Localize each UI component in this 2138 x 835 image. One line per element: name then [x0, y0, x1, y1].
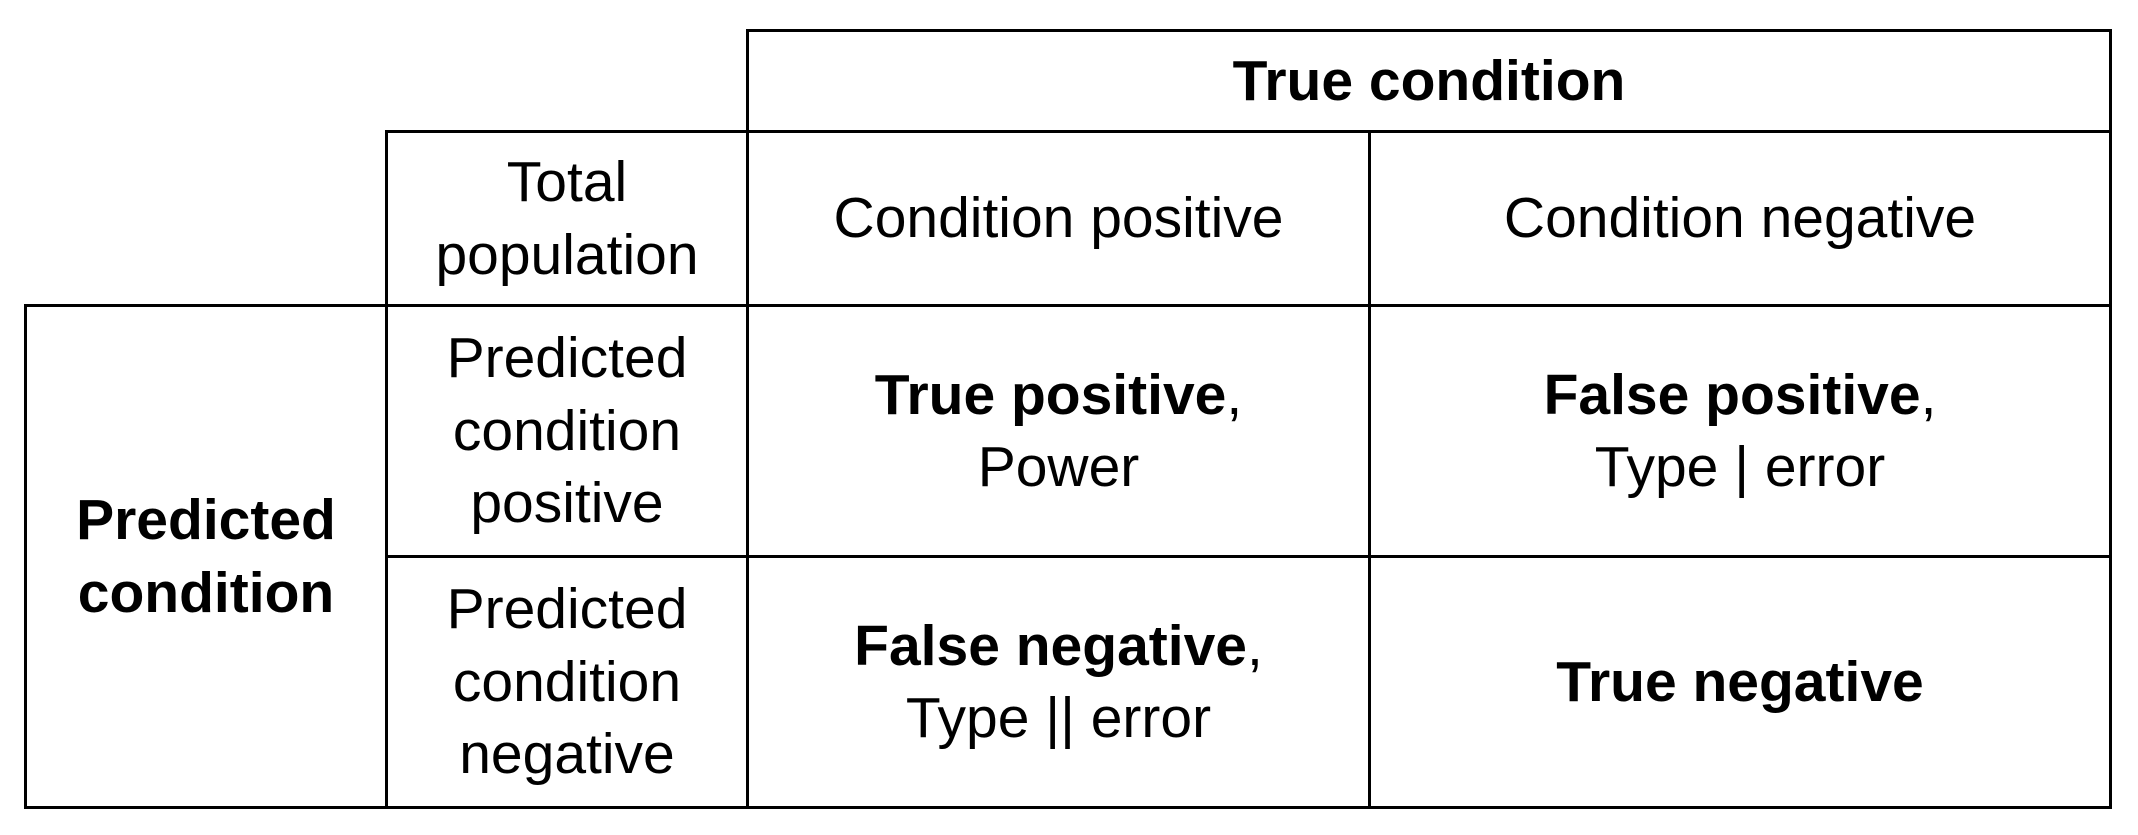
- condition-positive-label: Condition positive: [833, 186, 1284, 251]
- grid-line-subheader-bottom: [24, 304, 2112, 307]
- predicted-positive-line2: condition: [452, 398, 682, 463]
- true-positive-cell: True positive, Power: [749, 307, 1368, 555]
- predicted-positive-line1: Predicted: [446, 326, 688, 391]
- grid-line-col-divider-1: [746, 29, 749, 809]
- condition-positive-header: Condition positive: [749, 133, 1368, 304]
- false-negative-comma: ,: [1247, 613, 1263, 678]
- grid-line-right: [2109, 29, 2112, 809]
- grid-line-left-outer: [24, 304, 27, 809]
- type-one-error-label: Type | error: [1594, 435, 1886, 499]
- predicted-positive-cell: Predicted condition positive: [388, 307, 746, 555]
- predicted-positive-line3: positive: [470, 471, 664, 536]
- type-two-error-label: Type || error: [905, 686, 1212, 750]
- predicted-negative-line1: Predicted: [446, 577, 688, 642]
- false-negative-label: False negative: [854, 613, 1247, 678]
- predicted-negative-line2: condition: [452, 649, 682, 714]
- grid-line-row-divider: [385, 555, 2112, 558]
- grid-line-col-divider-2: [1368, 130, 1371, 809]
- predicted-condition-line1: Predicted: [76, 488, 336, 553]
- predicted-negative-line3: negative: [459, 722, 675, 787]
- total-population-line2: population: [435, 222, 699, 287]
- false-positive-label: False positive: [1543, 362, 1921, 427]
- false-positive-comma: ,: [1920, 362, 1937, 427]
- grid-line-bottom: [24, 806, 2112, 809]
- condition-negative-label: Condition negative: [1503, 186, 1977, 251]
- total-population-cell: Total population: [388, 133, 746, 304]
- true-negative-cell: True negative: [1371, 558, 2109, 806]
- true-positive-label: True positive: [874, 362, 1227, 427]
- true-condition-header: True condition: [749, 32, 2109, 130]
- power-label: Power: [977, 435, 1140, 499]
- true-condition-label: True condition: [1232, 48, 1626, 113]
- true-positive-comma: ,: [1226, 362, 1243, 427]
- true-negative-label: True negative: [1556, 649, 1924, 714]
- false-positive-cell: False positive, Type | error: [1371, 307, 2109, 555]
- condition-negative-header: Condition negative: [1371, 133, 2109, 304]
- grid-line-top: [746, 29, 2112, 32]
- predicted-condition-header: Predicted condition: [27, 307, 385, 806]
- predicted-condition-line2: condition: [77, 560, 335, 625]
- grid-line-left-inner: [385, 130, 388, 809]
- grid-line-header-bottom: [385, 130, 2112, 133]
- false-negative-cell: False negative, Type || error: [749, 558, 1368, 806]
- predicted-negative-cell: Predicted condition negative: [388, 558, 746, 806]
- total-population-line1: Total: [506, 150, 628, 215]
